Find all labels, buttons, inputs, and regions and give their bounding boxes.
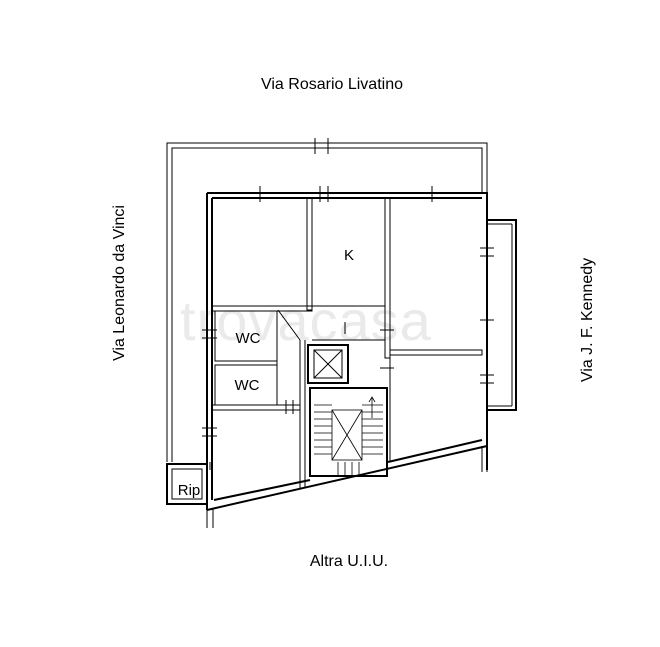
street-label-left: Via Leonardo da Vinci: [111, 205, 128, 361]
staircase: [309, 387, 388, 477]
building-outline: [206, 192, 488, 528]
room-label-storage: Rip: [178, 482, 201, 499]
elevator-shaft: [307, 344, 349, 384]
room-label-kitchen: K: [344, 247, 354, 264]
watermark-text: trovacasa: [180, 289, 432, 352]
street-label-top: Via Rosario Livatino: [261, 76, 403, 93]
room-label-wc-upper: WC: [236, 330, 261, 347]
terrace-outline: [166, 138, 488, 462]
interior-walls: [211, 197, 483, 488]
balcony: [487, 219, 517, 411]
street-label-right: Via J. F. Kennedy: [579, 258, 596, 382]
opening-marks: [202, 186, 494, 470]
street-label-bottom: Altra U.I.U.: [310, 553, 388, 570]
storage-room: [166, 463, 208, 505]
room-label-wc-lower: WC: [235, 377, 260, 394]
